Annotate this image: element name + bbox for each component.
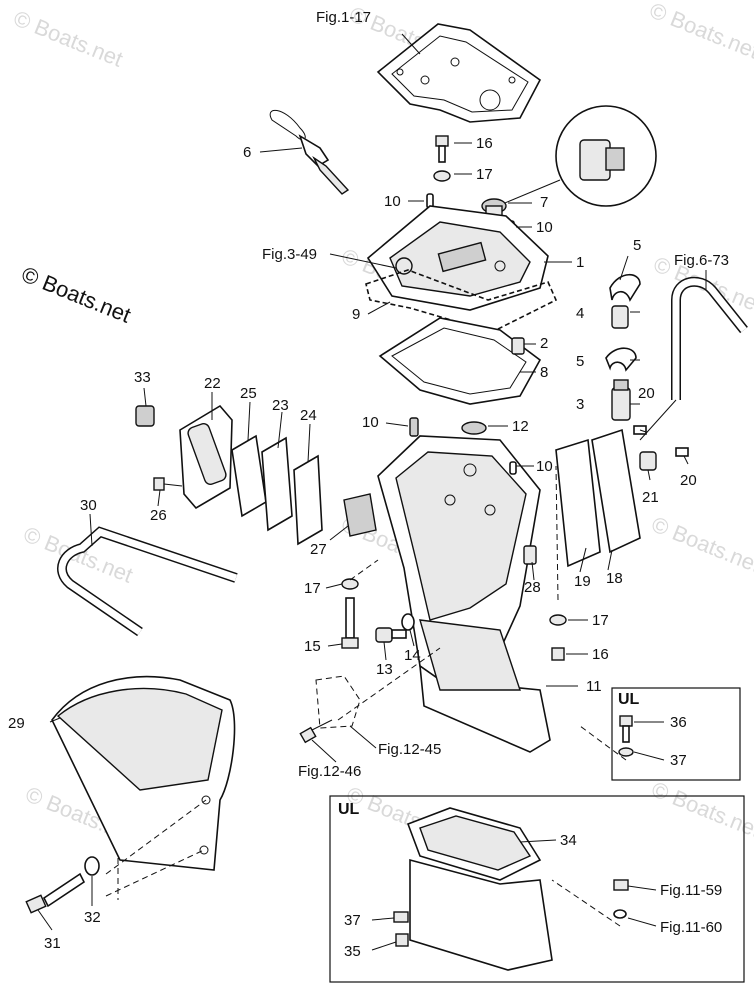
callout-5: 5 xyxy=(633,237,641,254)
watermark: © Boats.net xyxy=(648,776,754,842)
callout-22: 22 xyxy=(204,375,221,392)
ul-box-large xyxy=(329,795,745,983)
callout-18: 18 xyxy=(606,570,623,587)
ref-fig12-46: Fig.12-46 xyxy=(298,763,361,780)
callout-21: 21 xyxy=(642,489,659,506)
head-cover-1 xyxy=(366,205,549,311)
callout-37: 37 xyxy=(670,752,687,769)
callout-29: 29 xyxy=(8,715,25,732)
top-gasket xyxy=(376,23,542,123)
side-cover-assembly xyxy=(135,404,323,546)
callout-14: 14 xyxy=(404,647,421,664)
bolt-and-washer-top xyxy=(433,135,451,182)
callout-20: 20 xyxy=(680,472,697,489)
callout-26: 26 xyxy=(150,507,167,524)
gaskets-8-9 xyxy=(365,269,558,405)
bottom-cowl-29 xyxy=(51,675,236,871)
callout-8: 8 xyxy=(540,364,548,381)
callout-9: 9 xyxy=(352,306,360,323)
main-housing xyxy=(377,417,551,753)
callout-27: 27 xyxy=(310,541,327,558)
callout-24: 24 xyxy=(300,407,317,424)
callout-15: 15 xyxy=(304,638,321,655)
leader-lines xyxy=(37,33,707,951)
watermark: © Boats.net xyxy=(646,0,754,64)
bolt-31-washer-32 xyxy=(25,856,100,914)
callout-17: 17 xyxy=(476,166,493,183)
ref-fig6-73: Fig.6-73 xyxy=(674,252,729,269)
callout-34: 34 xyxy=(560,832,577,849)
watermark: © Boats.net xyxy=(648,511,754,577)
bolts-lower xyxy=(341,578,567,661)
callout-36: 36 xyxy=(670,714,687,731)
callout-33: 33 xyxy=(134,369,151,386)
detail-circle xyxy=(499,105,657,207)
callout-4: 4 xyxy=(576,305,584,322)
callout-labels: 1 2 3 4 5 5 6 7 8 9 10 10 10 10 11 12 13… xyxy=(8,135,697,960)
watermark: © Boats.net xyxy=(10,5,126,71)
callout-20: 20 xyxy=(638,385,655,402)
parts-2-to-5 xyxy=(511,273,641,421)
callout-16: 16 xyxy=(592,646,609,663)
callout-12: 12 xyxy=(512,418,529,435)
side-plate-18-19 xyxy=(555,425,689,568)
seal-30 xyxy=(57,526,238,637)
callout-17: 17 xyxy=(304,580,321,597)
callout-5: 5 xyxy=(576,353,584,370)
watermark: © Boats.net xyxy=(20,521,136,587)
callout-17: 17 xyxy=(592,612,609,629)
ref-fig3-49: Fig.3-49 xyxy=(262,246,317,263)
callout-25: 25 xyxy=(240,385,257,402)
callout-19: 19 xyxy=(574,573,591,590)
ref-fig11-60: Fig.11-60 xyxy=(660,919,722,936)
callout-35: 35 xyxy=(344,943,361,960)
callout-30: 30 xyxy=(80,497,97,514)
rubber-27 xyxy=(343,493,377,537)
callout-31: 31 xyxy=(44,935,61,952)
callout-11: 11 xyxy=(586,678,602,695)
callout-10: 10 xyxy=(384,193,401,210)
bracket-fig12-45 xyxy=(299,675,361,744)
callout-37: 37 xyxy=(344,912,361,929)
callout-10: 10 xyxy=(536,219,553,236)
callout-28: 28 xyxy=(524,579,541,596)
watermark-main: © Boats.net xyxy=(18,261,134,327)
ref-fig1-17: Fig.1-17 xyxy=(316,9,371,26)
callout-1: 1 xyxy=(576,254,584,271)
callout-3: 3 xyxy=(576,396,584,413)
dipstick xyxy=(269,110,350,195)
callout-23: 23 xyxy=(272,397,289,414)
ul-large-title: UL xyxy=(338,801,360,818)
ul-small-title: UL xyxy=(618,691,640,708)
callout-6: 6 xyxy=(243,144,251,161)
hose xyxy=(671,276,748,400)
callout-13: 13 xyxy=(376,661,393,678)
figure-references: Fig.1-17 Fig.3-49 Fig.6-73 Fig.12-45 Fig… xyxy=(262,9,729,936)
callout-10: 10 xyxy=(362,414,379,431)
callout-7: 7 xyxy=(540,194,548,211)
callout-16: 16 xyxy=(476,135,493,152)
callout-10: 10 xyxy=(536,458,553,475)
callout-32: 32 xyxy=(84,909,101,926)
ref-fig11-59: Fig.11-59 xyxy=(660,882,722,899)
callout-2: 2 xyxy=(540,335,548,352)
box-titles: UL UL xyxy=(338,691,640,818)
ul-box-small xyxy=(611,687,741,781)
ref-fig12-45: Fig.12-45 xyxy=(378,741,441,758)
